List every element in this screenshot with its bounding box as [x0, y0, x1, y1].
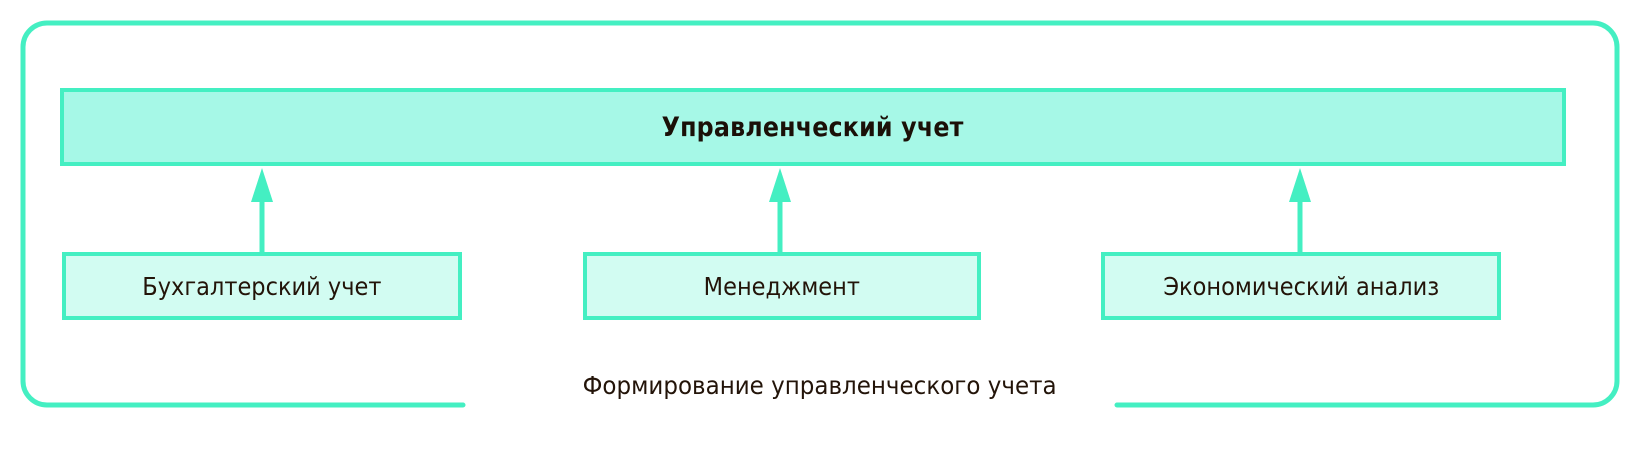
arrow-shaft — [1297, 196, 1303, 254]
arrow-management-to-header — [766, 168, 794, 254]
node-box-accounting: Бухгалтерский учет — [62, 252, 462, 320]
arrow-accounting-to-header — [248, 168, 276, 254]
diagram-caption-text: Формирование управленческого учета — [569, 371, 1070, 400]
arrow-analysis-to-header — [1286, 168, 1314, 254]
header-box: Управленческий учет — [60, 88, 1566, 166]
arrow-head-icon — [1289, 168, 1311, 202]
node-box-label: Бухгалтерский учет — [142, 271, 382, 301]
arrow-head-icon — [769, 168, 791, 202]
node-box-label: Экономический анализ — [1163, 271, 1439, 301]
node-box-label: Менеджмент — [703, 271, 861, 301]
arrow-shaft — [259, 196, 265, 254]
node-box-economic-analysis: Экономический анализ — [1101, 252, 1501, 320]
arrow-shaft — [777, 196, 783, 254]
arrow-head-icon — [251, 168, 273, 202]
node-box-management: Менеджмент — [583, 252, 981, 320]
header-box-label: Управленческий учет — [661, 111, 964, 143]
diagram-caption: Формирование управленческого учета — [0, 371, 1639, 400]
